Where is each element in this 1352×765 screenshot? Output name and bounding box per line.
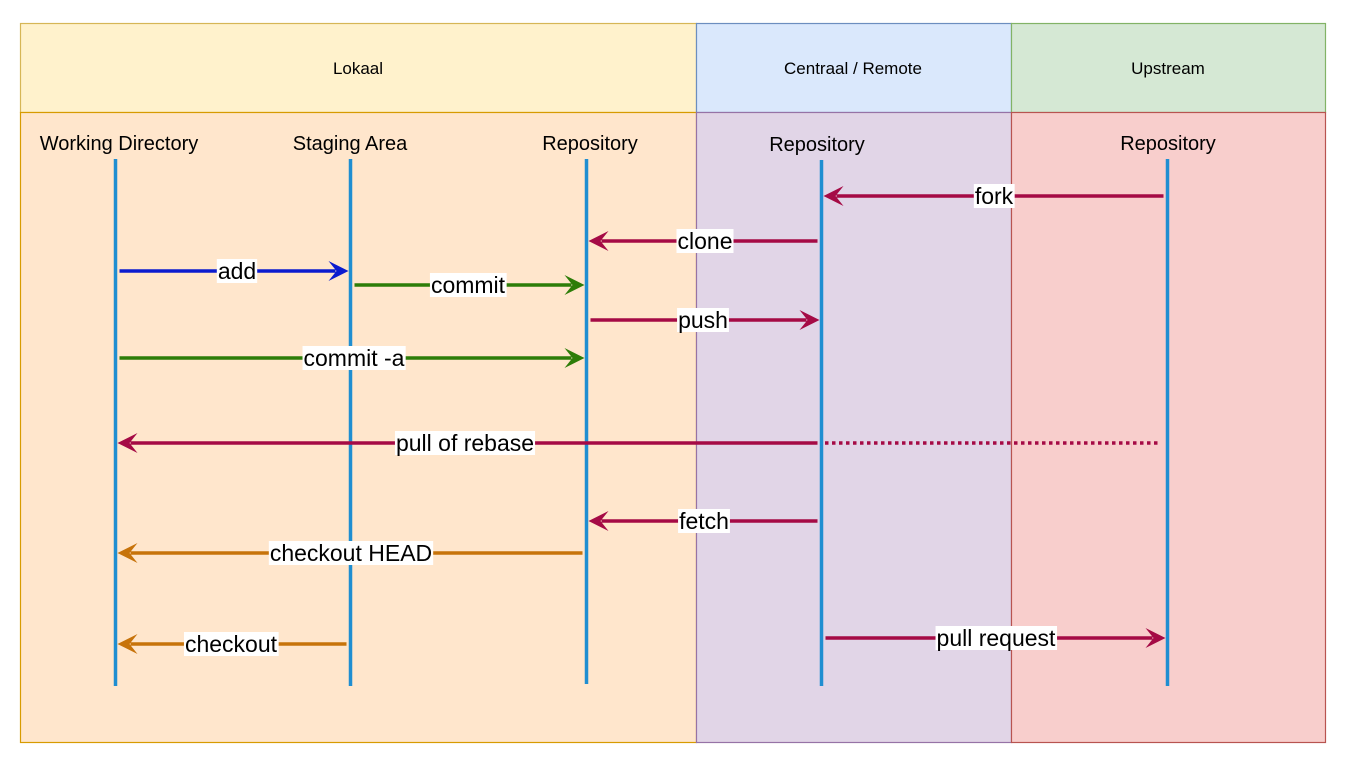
arrow-add: add xyxy=(119,258,349,284)
arrow-commit-a-head xyxy=(564,348,585,368)
arrow-fork: fork xyxy=(823,183,1164,209)
arrow-commit-a-label: commit -a xyxy=(304,345,405,371)
arrow-pull-request-head xyxy=(1145,628,1166,648)
section-lokaal-title: Lokaal xyxy=(333,59,383,78)
arrow-pull-of-rebase-label-bg xyxy=(394,431,536,455)
arrow-checkout-head xyxy=(117,634,138,654)
arrow-layer: fork clone add commit push commit -a pull of r… xyxy=(117,183,1166,657)
lane-staging-area-label: Staging Area xyxy=(293,133,408,155)
arrow-commit-a-label-bg xyxy=(302,346,406,370)
arrow-fork-label-bg xyxy=(973,184,1015,208)
arrow-pull-request-label: pull request xyxy=(937,625,1057,651)
lane-local-repository-label: Repository xyxy=(542,133,638,155)
arrow-checkout-label-bg xyxy=(183,632,279,656)
section-upstream-title: Upstream xyxy=(1131,59,1205,78)
section-upstream-header xyxy=(1010,22,1327,114)
section-lokaal-header xyxy=(19,22,698,114)
arrow-clone-label-bg xyxy=(676,229,734,253)
arrow-clone-label: clone xyxy=(678,228,733,254)
arrow-push-label: push xyxy=(678,307,728,333)
lane-remote-repository-label: Repository xyxy=(769,134,865,156)
arrow-fetch-label: fetch xyxy=(679,508,729,534)
arrow-pull-request-label-bg xyxy=(935,626,1058,650)
arrow-fetch-label-bg xyxy=(678,509,730,533)
arrow-push-head xyxy=(799,310,820,330)
lane-remote-repository: Repository xyxy=(769,134,865,686)
arrow-add-label-bg xyxy=(216,259,258,283)
section-lokaal: Lokaal xyxy=(19,22,698,744)
lane-upstream-repository-label: Repository xyxy=(1120,133,1216,155)
arrow-commit-label-bg xyxy=(429,273,507,297)
arrow-commit-label: commit xyxy=(431,272,506,298)
section-lokaal-body xyxy=(19,111,698,744)
arrow-commit: commit xyxy=(354,272,585,298)
section-centraal-header xyxy=(695,22,1013,114)
lane-local-repository: Repository xyxy=(542,133,638,684)
arrow-pull-of-rebase-label: pull of rebase xyxy=(396,430,534,456)
arrow-add-head xyxy=(328,261,349,281)
arrow-add-label: add xyxy=(218,258,256,284)
lane-staging-area: Staging Area xyxy=(293,133,408,686)
arrow-checkout-label: checkout xyxy=(185,631,278,657)
arrow-pull-of-rebase-head xyxy=(117,433,138,453)
arrow-push: push xyxy=(590,307,820,333)
arrow-checkout-head: checkout HEAD xyxy=(117,540,583,566)
arrow-fetch: fetch xyxy=(588,508,818,534)
arrow-fork-head xyxy=(823,186,844,206)
arrow-clone: clone xyxy=(588,228,818,254)
lane-upstream-repository: Repository xyxy=(1120,133,1216,686)
arrow-pull-of-rebase: pull of rebase xyxy=(117,430,1158,456)
arrow-fork-label: fork xyxy=(975,183,1014,209)
lane-working-directory: Working Directory xyxy=(40,133,199,686)
arrow-push-label-bg xyxy=(677,308,729,332)
arrow-clone-head xyxy=(588,231,609,251)
arrow-checkout: checkout xyxy=(117,631,347,657)
arrow-pull-request: pull request xyxy=(825,625,1166,651)
arrow-checkout-head-head xyxy=(117,543,138,563)
arrow-commit-head xyxy=(564,275,585,295)
arrow-checkout-head-label-bg xyxy=(268,541,434,565)
arrow-checkout-head-label: checkout HEAD xyxy=(270,540,432,566)
lane-working-directory-label: Working Directory xyxy=(40,133,199,155)
arrow-commit-a: commit -a xyxy=(119,345,585,371)
section-centraal-title: Centraal / Remote xyxy=(784,59,922,78)
arrow-fetch-head xyxy=(588,511,609,531)
